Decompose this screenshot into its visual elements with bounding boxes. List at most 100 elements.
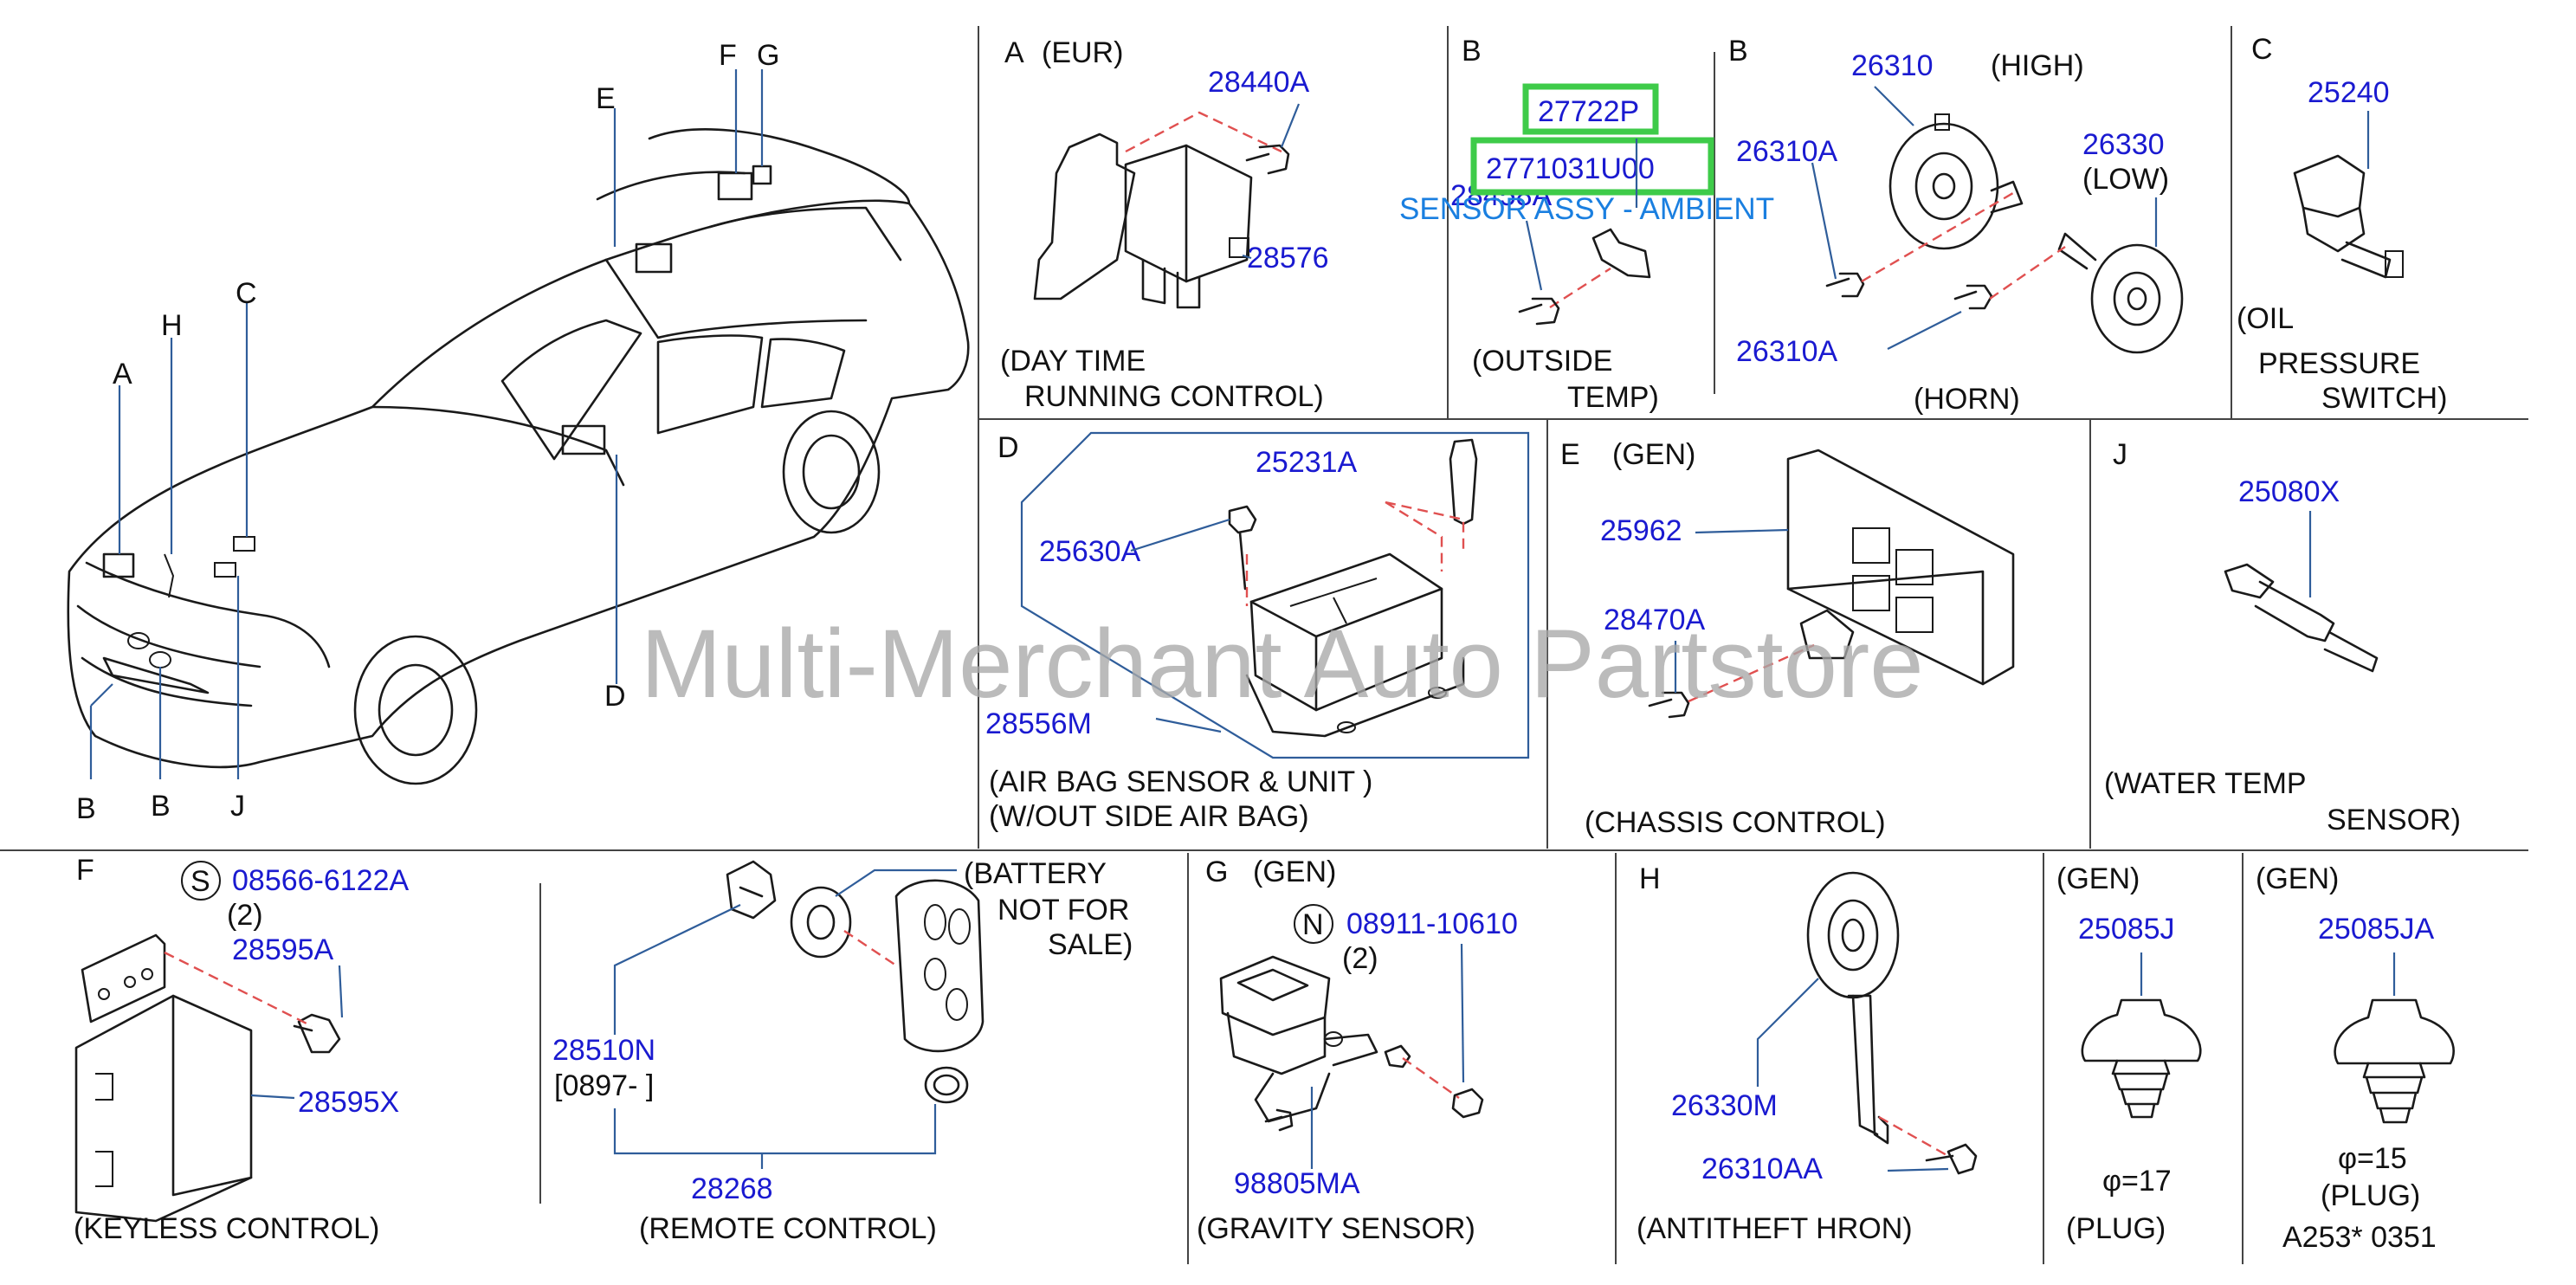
car-label-b-right: B (151, 790, 171, 823)
panel-f-letter: F (76, 854, 94, 887)
part-98805MA: 98805MA (1234, 1167, 1360, 1200)
panel-j-caption-2: SENSOR) (2327, 804, 2461, 836)
car-label-f: F (719, 39, 737, 72)
plug-ja-variant: (GEN) (2256, 862, 2339, 895)
panel-b-horn-letter: B (1728, 35, 1748, 68)
panel-a-day-time-running-control: A (EUR) 28440A 28576 (DAY TIME RUNNING C… (1000, 36, 1329, 413)
panel-grid (0, 26, 2528, 1264)
plug-j-variant: (GEN) (2056, 862, 2140, 895)
panel-b-temp-caption-2: TEMP) (1567, 381, 1659, 414)
panel-c-caption-1: (OIL (2237, 302, 2294, 335)
part-28595X: 28595X (298, 1086, 399, 1119)
part-08566-6122A: 08566-6122A (232, 864, 410, 897)
panel-g-letter: G (1205, 856, 1228, 888)
panel-d-letter: D (997, 431, 1019, 464)
panel-b-temp-letter: B (1462, 35, 1482, 68)
battery-note-3: SALE) (1048, 928, 1133, 961)
panel-plug-25085ja: (GEN) 25085JA φ=15 (PLUG) A253* 0351 (2256, 862, 2455, 1254)
part-26330M: 26330M (1671, 1089, 1778, 1122)
panel-remote-control: 28510N [0897- ] 28268 (BATTERY NOT FOR S… (552, 857, 1133, 1245)
car-label-a: A (113, 358, 132, 391)
panel-j-letter: J (2113, 438, 2127, 471)
panel-e-variant: (GEN) (1612, 438, 1695, 471)
panel-e-caption: (CHASSIS CONTROL) (1585, 806, 1886, 839)
panel-c-caption-3: SWITCH) (2321, 382, 2447, 415)
part-2771031U00[interactable]: 2771031U00 (1486, 152, 1655, 185)
panel-plug-25085j: (GEN) 25085J φ=17 (PLUG) (2056, 862, 2202, 1245)
part-28470A: 28470A (1604, 604, 1706, 636)
part-28576: 28576 (1247, 242, 1329, 274)
car-illustration: A B B C D E F G H J (67, 39, 970, 825)
highlight-2771031U00 (1470, 137, 1714, 196)
part-26310: 26310 (1851, 49, 1934, 82)
car-label-j: J (230, 790, 245, 823)
part-28268: 28268 (691, 1172, 773, 1205)
part-26310A-upper: 26310A (1736, 135, 1838, 168)
remote-date-range: [0897- ] (554, 1069, 654, 1102)
panel-d-caption-2: (W/OUT SIDE AIR BAG) (989, 800, 1309, 833)
highlight-27722P (1522, 83, 1659, 135)
part-26310AA: 26310AA (1701, 1153, 1823, 1185)
part-25085J: 25085J (2078, 913, 2175, 946)
panel-c-caption-2: PRESSURE (2258, 347, 2420, 380)
panel-g-circle-letter: N (1302, 908, 1324, 941)
car-label-e: E (596, 82, 616, 115)
part-26310A-lower: 26310A (1736, 335, 1838, 368)
panel-a-caption-1: (DAY TIME (1000, 345, 1146, 378)
plug-j-caption: (PLUG) (2066, 1212, 2166, 1245)
panel-c-oil-pressure-switch: C 25240 (OIL PRESSURE SWITCH) (2237, 33, 2447, 415)
panel-j-caption-1: (WATER TEMP (2104, 767, 2307, 800)
part-25085JA: 25085JA (2318, 913, 2435, 946)
watermark-text: Multi-Merchant Auto Partstore (641, 610, 1923, 718)
panel-d-air-bag-sensor: D 25231A 25630A 28556M (AIR BAG SENSOR &… (985, 431, 1530, 833)
battery-note-1: (BATTERY (964, 857, 1107, 890)
plug-ja-caption: (PLUG) (2321, 1179, 2420, 1212)
car-label-c: C (236, 277, 257, 310)
panel-h-letter: H (1639, 862, 1661, 895)
car-label-d: D (604, 680, 626, 713)
part-27722P[interactable]: 27722P (1538, 95, 1639, 128)
panel-a-caption-2: RUNNING CONTROL) (1024, 380, 1324, 413)
panel-j-water-temp-sensor: J 25080X (WATER TEMP SENSOR) (2104, 438, 2461, 836)
panel-g-variant: (GEN) (1253, 856, 1336, 888)
part-25231A: 25231A (1256, 446, 1358, 479)
panel-g-caption: (GRAVITY SENSOR) (1197, 1212, 1475, 1245)
part-28510N: 28510N (552, 1034, 655, 1067)
part-25630A: 25630A (1039, 535, 1141, 568)
part-08911-10610: 08911-10610 (1346, 907, 1518, 940)
sensor-assy-ambient-label: SENSOR ASSY - AMBIENT (1399, 192, 1774, 226)
car-label-h: H (161, 309, 183, 342)
battery-note-2: NOT FOR (997, 894, 1129, 927)
panel-e-letter: E (1560, 438, 1580, 471)
panel-c-letter: C (2251, 33, 2273, 66)
remote-caption: (REMOTE CONTROL) (639, 1212, 937, 1245)
horn-low-label: (LOW) (2082, 163, 2169, 196)
panel-e-chassis-control: E (GEN) 25962 28470A (CHASSIS CONTROL) (1560, 438, 2015, 839)
part-25080X: 25080X (2238, 475, 2340, 508)
panel-f-circle-letter: S (190, 865, 210, 898)
plug-j-phi: φ=17 (2102, 1165, 2172, 1198)
panel-f-qty: (2) (227, 899, 263, 932)
part-28440A: 28440A (1208, 66, 1310, 99)
horn-high-label: (HIGH) (1991, 49, 2084, 82)
panel-d-caption-1: (AIR BAG SENSOR & UNIT ) (989, 765, 1372, 798)
circle-s-marker (181, 861, 221, 901)
panel-b-horn: B 26310 (HIGH) 26310A 26330 (LOW) 26310A… (1728, 35, 2184, 416)
panel-f-keyless-control: F S 08566-6122A (2) 28595A 28595X (KEYLE… (74, 854, 410, 1245)
panel-b-horn-caption: (HORN) (1914, 383, 2020, 416)
diagram-code: A253* 0351 (2282, 1221, 2437, 1254)
panel-b-outside-temp: B 27722P 28458A 2771031U00 SENSOR ASSY -… (1399, 35, 1774, 414)
part-25240: 25240 (2308, 76, 2390, 109)
panel-h-caption: (ANTITHEFT HRON) (1637, 1212, 1913, 1245)
car-label-g: G (757, 39, 779, 72)
car-label-b-left: B (76, 792, 96, 825)
panel-g-qty: (2) (1342, 942, 1378, 975)
part-28595A: 28595A (232, 933, 334, 966)
circle-n-marker (1294, 904, 1333, 944)
part-28556M: 28556M (985, 707, 1092, 740)
panel-b-temp-caption-1: (OUTSIDE (1472, 345, 1612, 378)
panel-g-gravity-sensor: G (GEN) N 08911-10610 (2) 98805MA (GRAVI… (1197, 856, 1518, 1245)
part-26330: 26330 (2082, 128, 2165, 161)
panel-f-caption: (KEYLESS CONTROL) (74, 1212, 379, 1245)
